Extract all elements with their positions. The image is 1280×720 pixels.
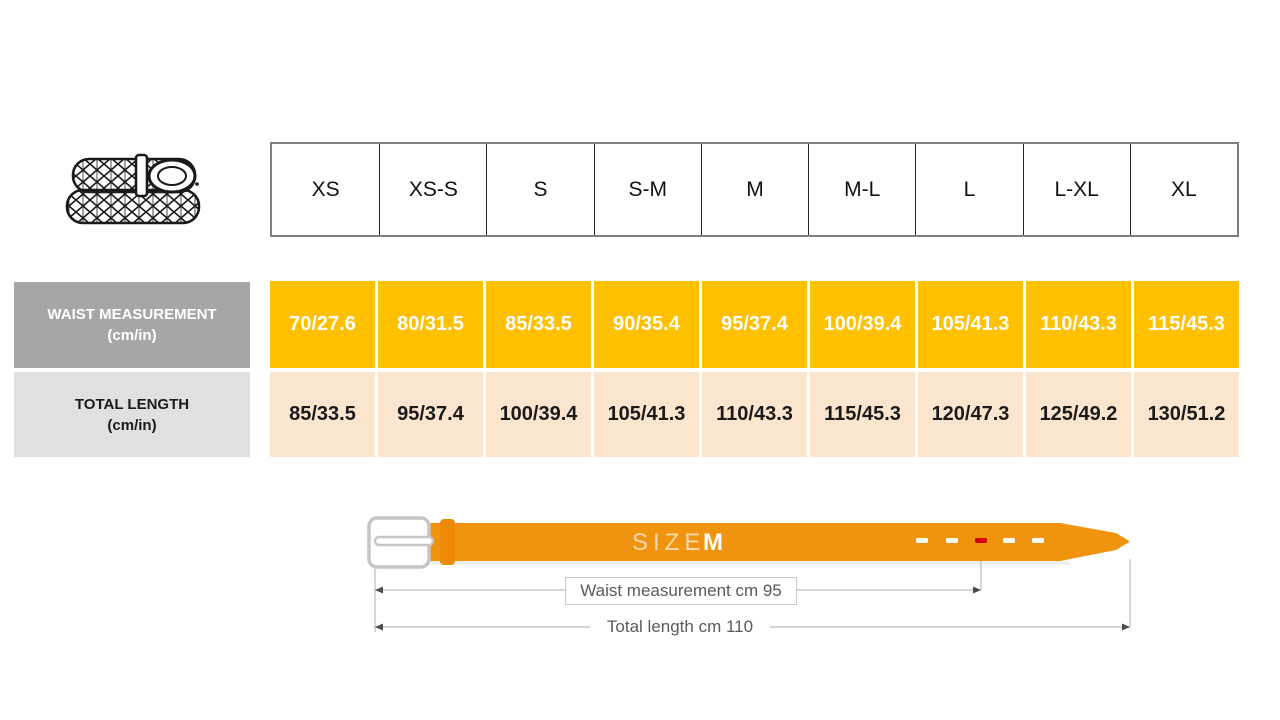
- size-header-cell: M: [700, 144, 808, 235]
- waist-measurement-row: 70/27.6 80/31.5 85/33.5 90/35.4 95/37.4 …: [270, 281, 1239, 368]
- size-value: M: [703, 529, 723, 556]
- waist-cell: 115/45.3: [1134, 281, 1239, 368]
- belt-keeper: [440, 519, 455, 565]
- size-header-row: XS XS-S S S-M M M-L L L-XL XL: [270, 142, 1239, 237]
- total-length-cell: 120/47.3: [918, 372, 1023, 457]
- waist-cell: 70/27.6: [270, 281, 375, 368]
- size-header-cell: L: [915, 144, 1022, 235]
- waist-cell: 95/37.4: [702, 281, 807, 368]
- waist-cell: 85/33.5: [486, 281, 591, 368]
- waist-caption-box: Waist measurement cm 95: [565, 577, 797, 605]
- total-length-cell: 110/43.3: [702, 372, 807, 457]
- total-length-cell: 105/41.3: [594, 372, 699, 457]
- total-length-cell: 85/33.5: [270, 372, 375, 457]
- total-length-row: 85/33.5 95/37.4 100/39.4 105/41.3 110/43…: [270, 372, 1239, 457]
- arrow-left-waist: [375, 586, 383, 594]
- total-length-cell: 100/39.4: [486, 372, 591, 457]
- arrow-left-total: [375, 623, 383, 631]
- total-caption: Total length cm 110: [590, 614, 770, 640]
- belt-holes: [916, 538, 1044, 543]
- waist-row-label: WAIST MEASUREMENT (cm/in): [14, 282, 250, 368]
- waist-row-label-line2: (cm/in): [107, 327, 157, 344]
- total-caption-text: Total length cm 110: [606, 617, 754, 636]
- size-header-cell: XS: [311, 177, 340, 201]
- arrow-right-total: [1122, 623, 1130, 631]
- belt-buckle-icon: [367, 516, 435, 569]
- size-header-cell: XS-S: [379, 144, 486, 235]
- total-row-label-line1: TOTAL LENGTH: [74, 395, 190, 413]
- waist-cell: 100/39.4: [810, 281, 915, 368]
- belt-strap: [428, 523, 1130, 561]
- total-length-row-label: TOTAL LENGTH (cm/in): [14, 372, 250, 457]
- size-header-cell: L-XL: [1022, 144, 1130, 235]
- waist-caption-text: Waist measurement cm 95: [580, 581, 782, 600]
- arrow-right-waist: [973, 586, 981, 594]
- waist-cell: 80/31.5: [378, 281, 483, 368]
- total-length-cell: 95/37.4: [378, 372, 483, 457]
- size-label: SIZE: [632, 529, 705, 556]
- belt-diagram: SIZE M: [367, 516, 1131, 632]
- waist-cell: 90/35.4: [594, 281, 699, 368]
- selected-hole-marker: [975, 538, 987, 543]
- size-header-cell: M-L: [808, 144, 915, 235]
- waist-cell: 105/41.3: [918, 281, 1023, 368]
- total-row-label-line2: (cm/in): [107, 416, 157, 434]
- size-header-cell: XL: [1129, 144, 1237, 235]
- waist-cell: 110/43.3: [1026, 281, 1131, 368]
- total-length-cell: 125/49.2: [1026, 372, 1131, 457]
- size-header-cell: S-M: [593, 144, 701, 235]
- waist-row-label-line1: WAIST MEASUREMENT: [47, 306, 217, 323]
- total-length-cell: 130/51.2: [1134, 372, 1239, 457]
- braided-belt-icon: [62, 146, 208, 234]
- size-header-cell: S: [486, 144, 593, 235]
- total-length-cell: 115/45.3: [810, 372, 915, 457]
